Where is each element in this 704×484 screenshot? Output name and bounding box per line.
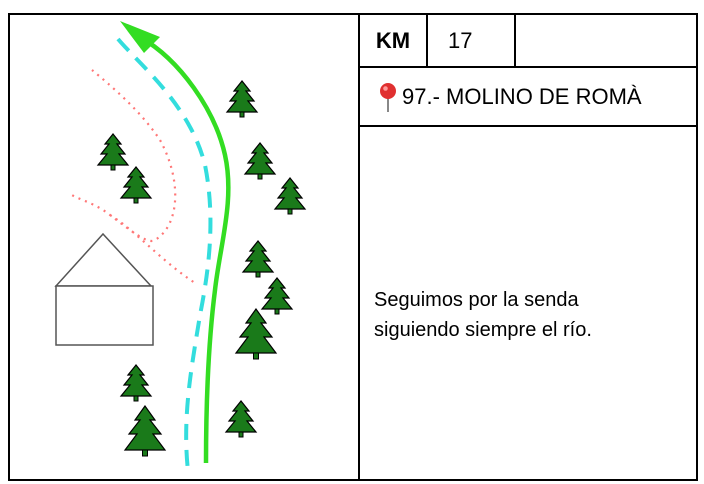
tree-icon [274, 177, 306, 215]
river-line [116, 37, 213, 472]
route-map [10, 15, 360, 479]
route-arrow-icon [120, 21, 160, 53]
km-row: KM 17 [360, 15, 696, 68]
km-empty-cell [516, 15, 696, 66]
tree-icon [242, 240, 274, 278]
tree-icon [261, 277, 293, 315]
tree-icon [225, 400, 257, 438]
km-value: 17 [428, 15, 516, 66]
map-pin-icon [380, 82, 396, 112]
tree-icon [120, 364, 152, 402]
location-name: 97.- MOLINO DE ROMÀ [402, 83, 642, 109]
house-icon [54, 232, 154, 346]
description: Seguimos por la senda siguiendo siempre … [374, 285, 684, 345]
tree-icon [97, 133, 129, 171]
map-drawing [54, 21, 306, 472]
route-card: KM 17 97.- MOLINO DE ROMÀ Seguimos por l… [8, 13, 698, 481]
description-line-2: siguiendo siempre el río. [374, 319, 592, 341]
tree-icon [244, 142, 276, 180]
route-line [138, 35, 231, 464]
dotted-path [71, 69, 196, 284]
tree-icon [235, 308, 277, 360]
info-panel: KM 17 97.- MOLINO DE ROMÀ Seguimos por l… [360, 15, 696, 479]
tree-icon [226, 80, 258, 118]
tree-icon [124, 405, 166, 457]
km-label: KM [360, 15, 428, 66]
location-row: 97.- MOLINO DE ROMÀ [360, 68, 696, 127]
description-line-1: Seguimos por la senda [374, 289, 579, 311]
tree-icon [120, 166, 152, 204]
